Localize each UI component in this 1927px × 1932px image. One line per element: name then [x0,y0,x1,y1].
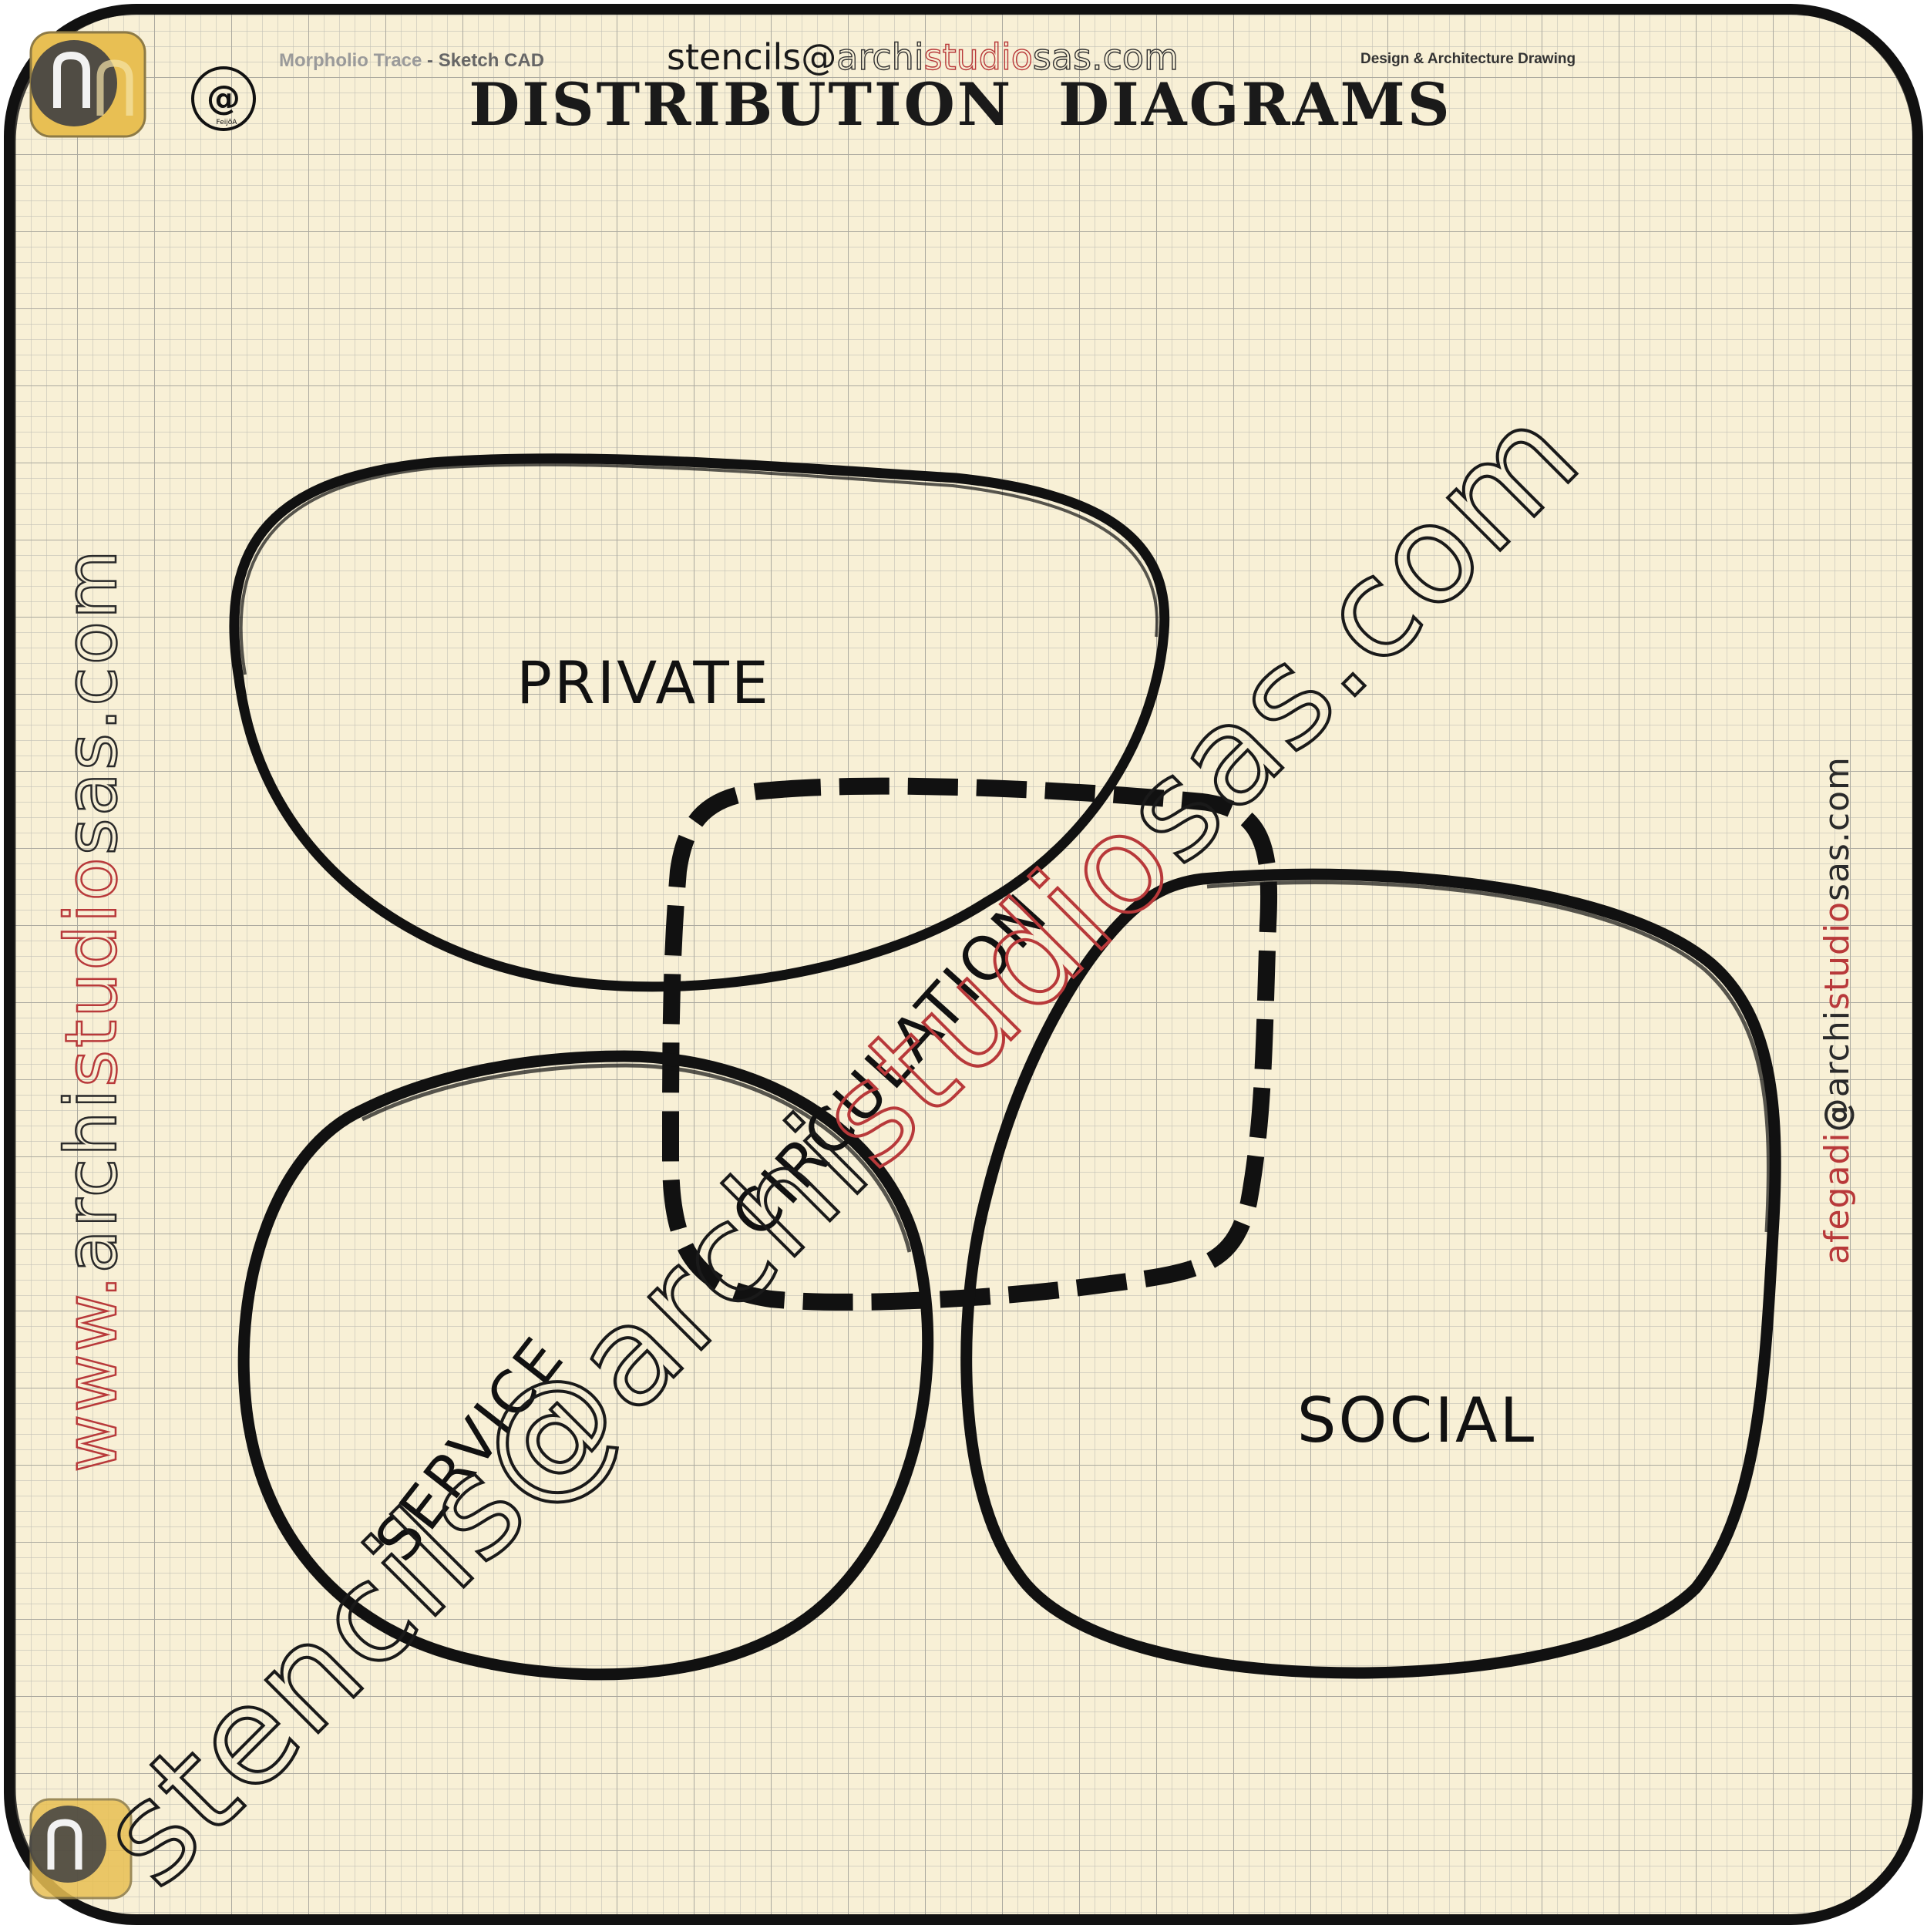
zone-private[interactable]: PRIVATE [229,453,1170,992]
watermark-right: afegadi@archistudiosas.com [1818,756,1857,1264]
header-email[interactable]: stencils@archistudiosas.com [667,35,1179,78]
app-name: Morpholio Trace - Sketch CAD [279,50,544,71]
stamp-text: FeijõA [217,119,238,126]
zone-social[interactable]: SOCIAL [960,868,1781,1679]
board-border-sketch [12,10,1917,1920]
trace-logo-icon[interactable] [29,1798,133,1900]
label-private: PRIVATE [516,648,771,717]
grid-paper [9,9,1918,1920]
trace-logo-icon[interactable] [29,31,146,138]
header-tagline: Design & Architecture Drawing [1360,51,1576,67]
stamp-symbol: @ [207,79,240,118]
stamp-icon: @ FeijõA [191,66,256,131]
label-social: SOCIAL [1297,1385,1537,1456]
watermark-left: www.archistudiosas.com [50,547,133,1473]
page-title: DISTRIBUTION DIAGRAMS [469,70,1451,139]
